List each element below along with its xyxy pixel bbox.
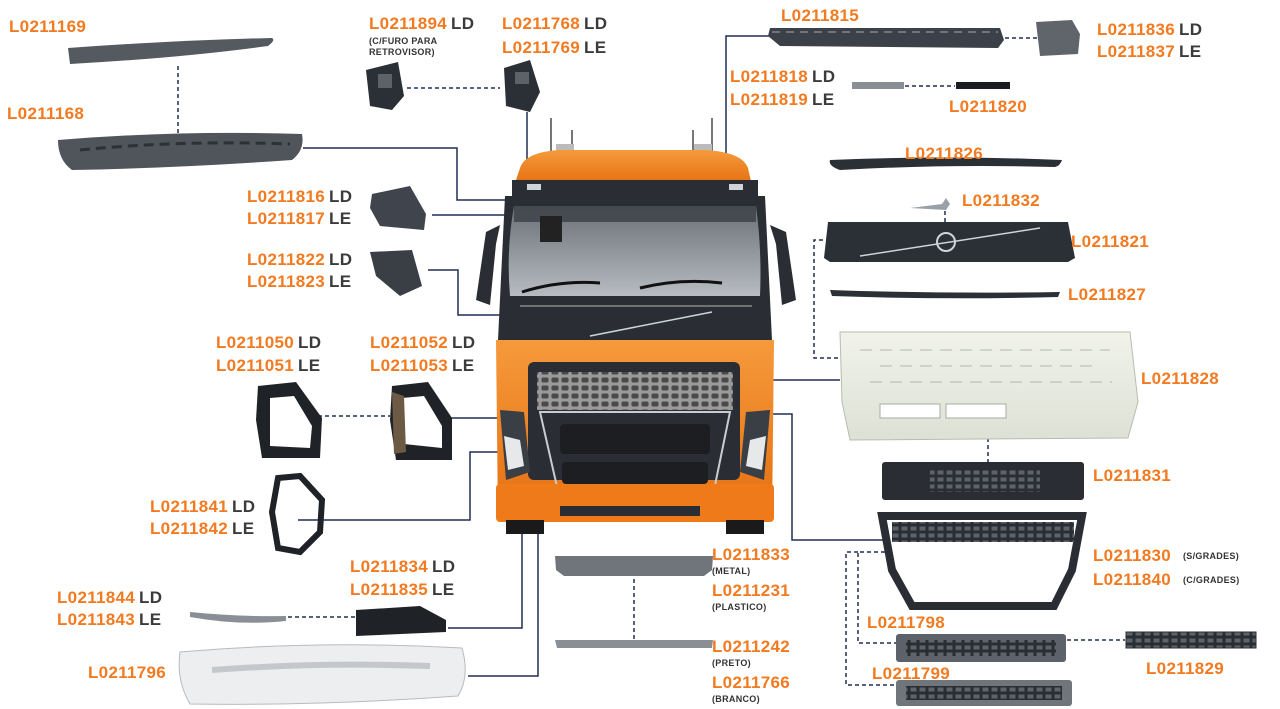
label-l0211798: L0211798 xyxy=(867,613,946,632)
part-l0211796 xyxy=(178,644,466,705)
label-l0211242: L0211242 xyxy=(712,637,791,656)
note-l0211894: (C/FURO PARA RETROVISOR) xyxy=(369,36,438,57)
label-l0211821: L0211821 xyxy=(1071,232,1150,251)
part-l0211836 xyxy=(1036,20,1080,56)
label-l0211840: L0211840 xyxy=(1093,570,1172,589)
parts xyxy=(58,20,1257,706)
part-l0211820 xyxy=(956,82,1010,89)
label-l0211832: L0211832 xyxy=(962,191,1041,210)
part-l0211833 xyxy=(555,556,713,576)
truck-illustration xyxy=(476,118,796,534)
label-l0211169: L0211169 xyxy=(9,17,87,36)
note-l0211766: (BRANCO) xyxy=(712,694,760,704)
part-l0211829 xyxy=(1125,631,1257,649)
part-l0211826 xyxy=(829,157,1062,170)
label-l0211820: L0211820 xyxy=(949,97,1028,116)
part-l0211828 xyxy=(839,331,1139,441)
note-l0211840: (C/GRADES) xyxy=(1183,575,1240,585)
part-l0211827 xyxy=(830,290,1060,299)
note-l0211830: (S/GRADES) xyxy=(1183,551,1240,561)
part-l0211816 xyxy=(370,186,426,230)
part-l0211844 xyxy=(190,612,286,623)
label-l0211827: L0211827 xyxy=(1068,285,1147,304)
label-l0211833: L0211833 xyxy=(712,545,791,564)
label-l0211815: L0211815 xyxy=(781,6,860,25)
part-l0211832 xyxy=(910,198,950,210)
part-l0211169 xyxy=(68,38,274,64)
note-l0211833: (METAL) xyxy=(712,566,751,576)
part-l0211822 xyxy=(370,250,422,296)
label-l0211831: L0211831 xyxy=(1093,466,1172,485)
part-l0211818 xyxy=(852,82,904,89)
part-l0211768 xyxy=(504,60,540,112)
part-l0211242 xyxy=(555,640,713,648)
note-l0211242: (PRETO) xyxy=(712,658,751,668)
label-l0211830: L0211830 xyxy=(1093,546,1172,565)
note-l0211231: (PLASTICO) xyxy=(712,602,767,612)
part-l0211841 xyxy=(268,472,326,556)
part-l0211834 xyxy=(356,606,446,636)
label-l0211828: L0211828 xyxy=(1141,369,1220,388)
label-l0211829: L0211829 xyxy=(1146,659,1225,678)
part-l0211830 xyxy=(877,512,1087,610)
part-l0211168 xyxy=(58,132,303,170)
label-l0211231: L0211231 xyxy=(712,581,791,600)
label-l0211799: L0211799 xyxy=(872,664,951,683)
label-l0211168: L0211168 xyxy=(7,104,85,123)
label-l0211766: L0211766 xyxy=(712,673,791,692)
label-l0211796: L0211796 xyxy=(88,663,167,682)
label-l0211826: L0211826 xyxy=(905,144,984,163)
